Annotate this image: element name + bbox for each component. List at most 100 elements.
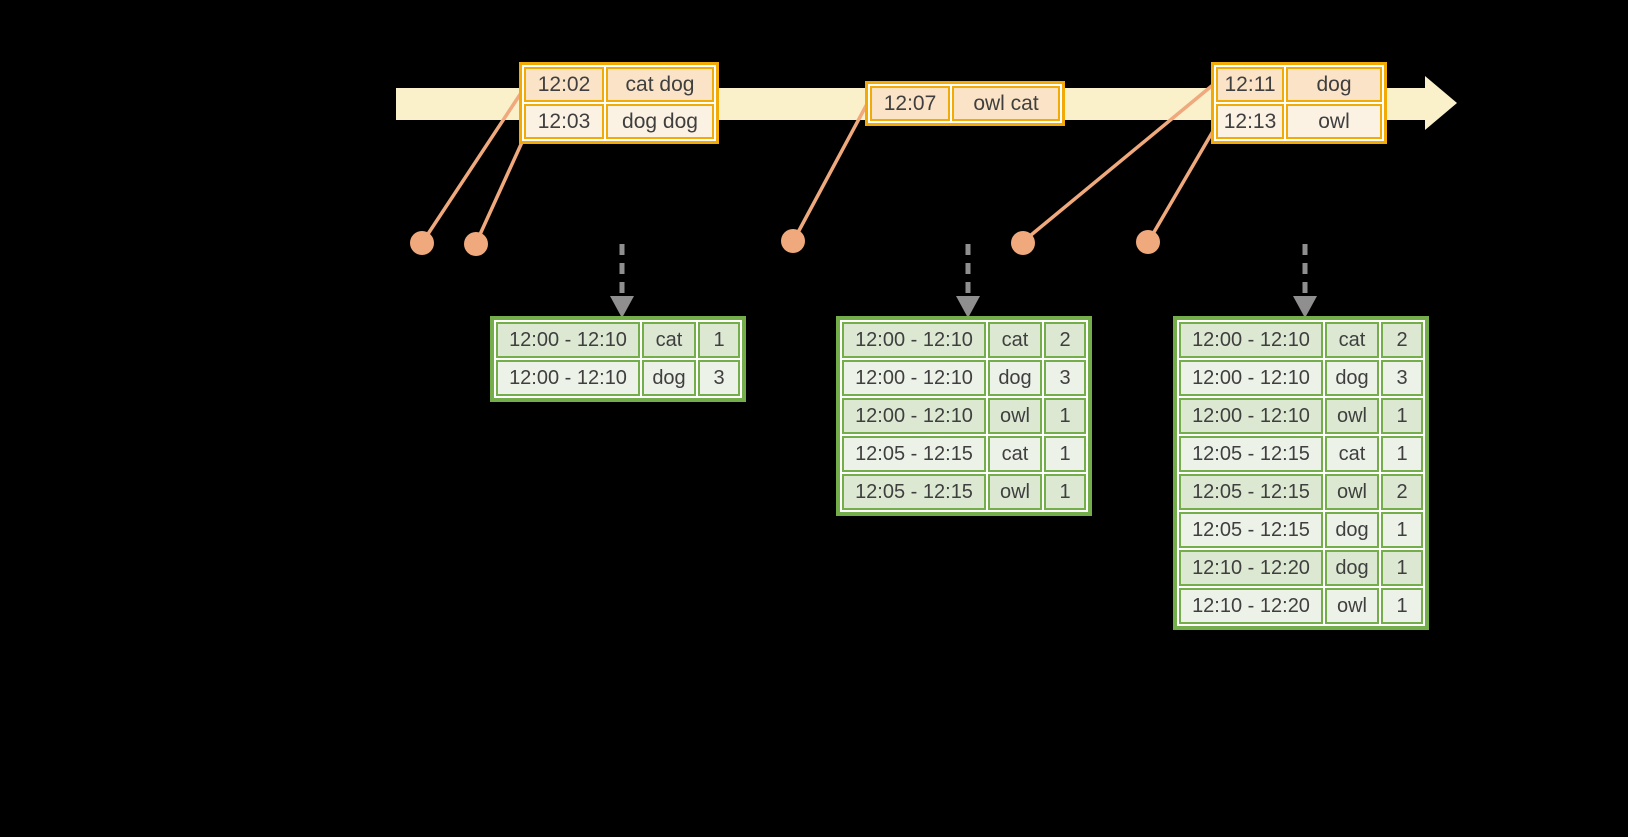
table-cell: dog bbox=[1325, 512, 1379, 548]
table-cell: dog bbox=[642, 360, 696, 396]
table-cell: 12:10 - 12:20 bbox=[1179, 588, 1323, 624]
table-cell: owl bbox=[1325, 588, 1379, 624]
table-cell: 1 bbox=[698, 322, 740, 358]
table-cell: 1 bbox=[1044, 436, 1086, 472]
table-cell: 1 bbox=[1381, 436, 1423, 472]
table-cell: owl bbox=[1325, 474, 1379, 510]
table-cell: 1 bbox=[1381, 398, 1423, 434]
table-cell: cat bbox=[1325, 436, 1379, 472]
table-cell: 2 bbox=[1381, 474, 1423, 510]
table-cell: 12:00 - 12:10 bbox=[1179, 360, 1323, 396]
table-cell: 12:02 bbox=[524, 67, 604, 102]
table-cell: cat bbox=[988, 436, 1042, 472]
table-cell: 12:05 - 12:15 bbox=[842, 436, 986, 472]
event-connectors bbox=[422, 82, 1218, 242]
trigger-arrow-head bbox=[1293, 296, 1317, 318]
table-cell: 12:11 bbox=[1216, 67, 1284, 102]
table-cell: 1 bbox=[1044, 398, 1086, 434]
table-cell: 3 bbox=[698, 360, 740, 396]
table-cell: dog bbox=[988, 360, 1042, 396]
timeline-arrow-icon bbox=[1425, 76, 1457, 130]
table-cell: owl bbox=[1286, 104, 1382, 139]
event-dot bbox=[464, 232, 488, 256]
table-cell: 1 bbox=[1381, 550, 1423, 586]
table-cell: 12:00 - 12:10 bbox=[842, 398, 986, 434]
table-cell: 12:05 - 12:15 bbox=[842, 474, 986, 510]
trigger-arrow-icon bbox=[956, 244, 980, 318]
event-dots bbox=[410, 229, 1160, 256]
trigger-arrow-icon bbox=[610, 244, 634, 318]
table-cell: dog bbox=[1325, 360, 1379, 396]
connector-line bbox=[475, 139, 525, 242]
table-cell: 3 bbox=[1381, 360, 1423, 396]
table-cell: cat bbox=[988, 322, 1042, 358]
connector-line bbox=[793, 103, 869, 239]
table-cell: cat dog bbox=[606, 67, 714, 102]
event-dot bbox=[1011, 231, 1035, 255]
table-cell: cat bbox=[642, 322, 696, 358]
table-cell: 12:13 bbox=[1216, 104, 1284, 139]
table-cell: 12:05 - 12:15 bbox=[1179, 474, 1323, 510]
event-dot bbox=[1136, 230, 1160, 254]
trigger-arrow-head bbox=[610, 296, 634, 318]
table-cell: 12:00 - 12:10 bbox=[1179, 322, 1323, 358]
table-cell: owl bbox=[988, 398, 1042, 434]
table-cell: 1 bbox=[1044, 474, 1086, 510]
table-cell: 12:00 - 12:10 bbox=[842, 360, 986, 396]
table-cell: 3 bbox=[1044, 360, 1086, 396]
table-cell: 2 bbox=[1044, 322, 1086, 358]
connector-line bbox=[422, 89, 525, 241]
table-cell: cat bbox=[1325, 322, 1379, 358]
table-cell: owl bbox=[1325, 398, 1379, 434]
table-cell: dog bbox=[1325, 550, 1379, 586]
connector-line bbox=[1148, 125, 1218, 240]
connector-line bbox=[1023, 82, 1216, 242]
table-cell: 1 bbox=[1381, 512, 1423, 548]
table-cell: 12:07 bbox=[870, 86, 950, 121]
table-cell: 12:10 - 12:20 bbox=[1179, 550, 1323, 586]
table-cell: 12:00 - 12:10 bbox=[496, 322, 640, 358]
table-cell: 1 bbox=[1381, 588, 1423, 624]
table-cell: owl bbox=[988, 474, 1042, 510]
table-cell: 12:00 - 12:10 bbox=[1179, 398, 1323, 434]
table-cell: owl cat bbox=[952, 86, 1060, 121]
table-cell: 12:00 - 12:10 bbox=[842, 322, 986, 358]
event-dot bbox=[410, 231, 434, 255]
table-cell: dog bbox=[1286, 67, 1382, 102]
table-cell: 12:00 - 12:10 bbox=[496, 360, 640, 396]
event-dot bbox=[781, 229, 805, 253]
trigger-arrow-head bbox=[956, 296, 980, 318]
table-cell: 2 bbox=[1381, 322, 1423, 358]
